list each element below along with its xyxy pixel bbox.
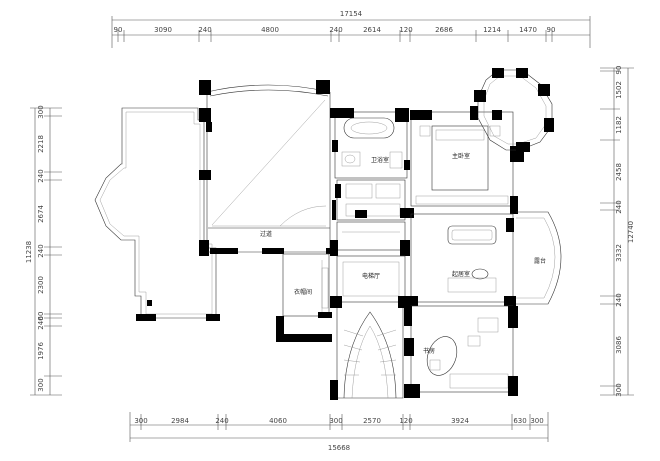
top-dim-8: 2686	[435, 26, 453, 34]
room-label-master-bedroom: 主卧室	[452, 152, 470, 160]
top-dim-7: 120	[399, 26, 412, 34]
left-dim-1: 300	[37, 105, 45, 118]
bottom-total-label: 15668	[328, 444, 350, 452]
top-dim-4: 4800	[261, 26, 279, 34]
room-label-lounge: 起居室	[452, 270, 470, 278]
closet-room: 衣帽间	[276, 253, 332, 342]
right-dim-8: 3086	[615, 336, 623, 354]
master-bedroom-room: 主卧室	[410, 110, 524, 214]
top-dim-1: 90	[114, 26, 123, 34]
top-dim-10: 1470	[519, 26, 537, 34]
room-label-terrace: 露台	[534, 257, 546, 265]
top-dimension-chain: 17154 90 3090 240 4800 240 2614 120 2686…	[111, 10, 591, 48]
bottom-dim-4: 4060	[269, 417, 287, 425]
right-dim-5: 240	[615, 200, 623, 213]
left-terrace-outline	[94, 107, 220, 321]
bottom-dim-5: 300	[329, 417, 342, 425]
open-balcony	[199, 80, 331, 256]
bottom-dim-8: 3924	[451, 417, 469, 425]
right-terrace: 露台	[516, 211, 562, 305]
left-dim-7: 60	[37, 312, 45, 321]
middle-closet	[330, 221, 410, 256]
left-dim-5: 240	[37, 244, 45, 257]
left-dim-2: 2218	[37, 135, 45, 153]
left-dim-3: 240	[37, 169, 45, 182]
room-label-closet: 衣帽间	[294, 288, 312, 296]
bottom-dim-10: 300	[530, 417, 543, 425]
right-dim-2: 1502	[615, 81, 623, 99]
top-dim-11: 90	[547, 26, 556, 34]
room-label-lobby: 电梯厅	[362, 272, 380, 280]
top-total-label: 17154	[340, 10, 363, 18]
right-dim-9: 300	[615, 383, 623, 396]
room-label-corridor: 过道	[260, 230, 272, 238]
room-label-study: 书房	[423, 347, 435, 355]
right-total-label: 12740	[627, 221, 635, 243]
top-dim-9: 1214	[483, 26, 501, 34]
bottom-dim-7: 120	[399, 417, 412, 425]
lobby-room: 电梯厅	[330, 255, 410, 308]
left-dim-10: 300	[37, 378, 45, 391]
right-dim-4: 2458	[615, 163, 623, 181]
left-dim-8: 240	[37, 316, 45, 329]
vanity-block	[332, 179, 414, 221]
staircase	[330, 308, 404, 400]
bottom-dim-1: 300	[134, 417, 147, 425]
lounge-room: 起居室	[404, 213, 516, 306]
bathroom-room: 卫浴室	[330, 108, 410, 179]
bottom-dim-9: 630	[513, 417, 526, 425]
left-dimension-chain: 300 2218 240 2674 240 2300 60 240 1976 3…	[25, 105, 62, 396]
left-dim-9: 1976	[37, 342, 45, 360]
corridor-area: 过道	[208, 227, 336, 254]
top-dim-5: 240	[329, 26, 342, 34]
top-dim-6: 2614	[363, 26, 381, 34]
bottom-dim-6: 2570	[363, 417, 381, 425]
left-dim-6: 2300	[37, 276, 45, 294]
bottom-dim-2: 2984	[171, 417, 189, 425]
right-dim-6: 3332	[615, 244, 623, 262]
top-dim-2: 3090	[154, 26, 172, 34]
right-dim-3: 1182	[615, 116, 623, 134]
left-total-label: 11238	[25, 241, 33, 263]
right-dimension-chain: 90 1502 1182 2458 240 3332 240 3086 300 …	[600, 66, 635, 397]
left-dim-4: 2674	[37, 205, 45, 223]
bottom-dim-3: 240	[215, 417, 228, 425]
study-room: 书房	[404, 305, 518, 398]
room-label-bathroom: 卫浴室	[371, 156, 389, 164]
octagonal-tower	[470, 68, 554, 152]
bottom-dimension-chain: 300 2984 240 4060 300 2570 120 3924 630 …	[129, 412, 549, 452]
top-dim-3: 240	[198, 26, 211, 34]
right-dim-1: 90	[615, 66, 623, 75]
right-dim-7: 240	[615, 293, 623, 306]
